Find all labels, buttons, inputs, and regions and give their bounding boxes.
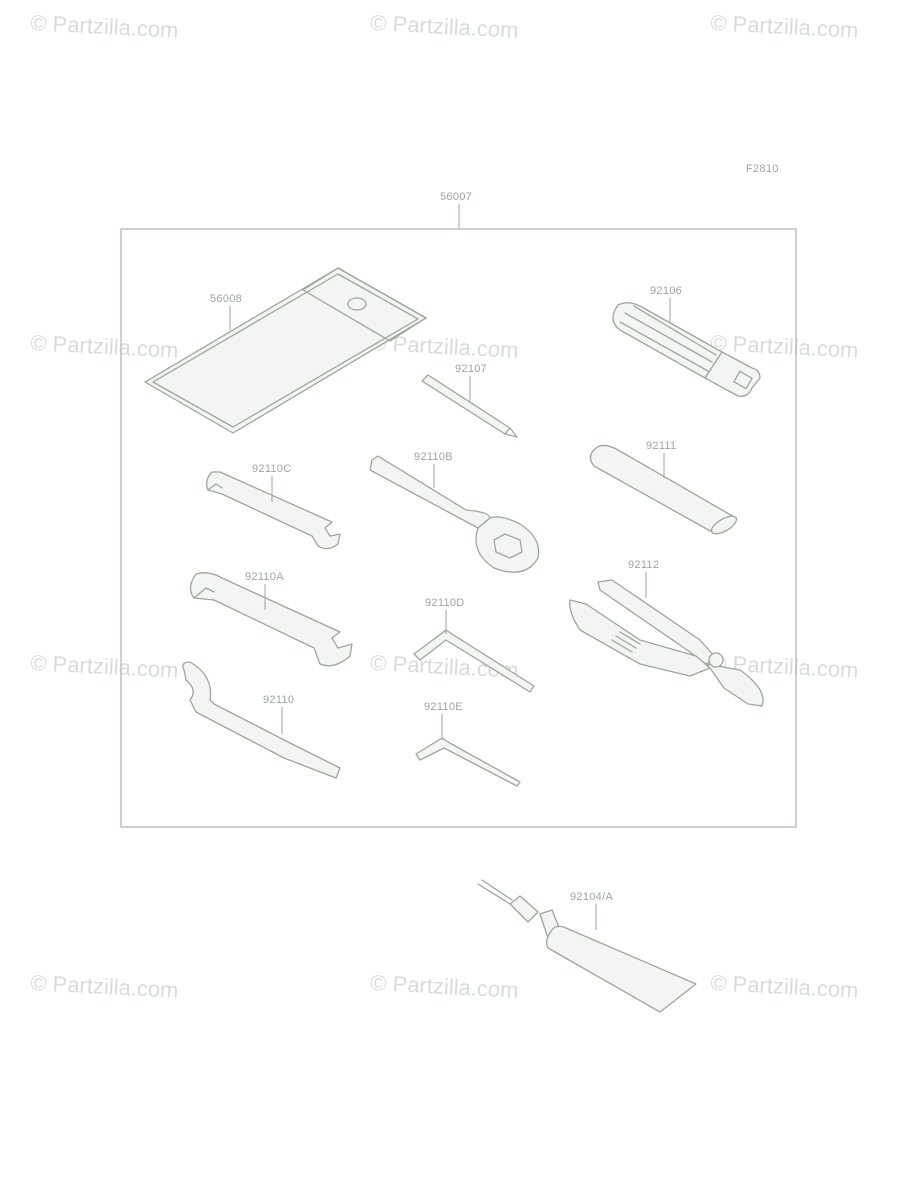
watermark: © Partzilla.com <box>710 970 859 1003</box>
kit-label: 56007 <box>440 191 472 203</box>
pliers-jaw <box>705 663 764 707</box>
wrench-a-jaw <box>193 587 215 599</box>
screwdriver-bit[interactable] <box>421 374 518 438</box>
pliers-grip-texture <box>611 631 641 653</box>
watermark: © Partzilla.com <box>30 330 179 363</box>
part-label-92107: 92107 <box>455 363 487 375</box>
open-end-wrench[interactable] <box>189 572 353 667</box>
part-label-92110: 92110 <box>263 694 294 706</box>
watermark: © Partzilla.com <box>30 10 179 43</box>
part-label-92111: 92111 <box>646 440 676 452</box>
hex-d-body <box>413 629 535 693</box>
bar-body <box>589 444 737 533</box>
wrench-c-body <box>206 471 341 550</box>
hex-key-large[interactable] <box>413 629 535 693</box>
watermark: © Partzilla.com <box>30 970 179 1003</box>
watermark: © Partzilla.com <box>710 10 859 43</box>
part-label-92104-A: 92104/A <box>570 891 613 903</box>
wrench-a-body <box>189 572 353 667</box>
screwdriver-handle[interactable] <box>612 302 761 397</box>
watermark: © Partzilla.com <box>30 650 179 683</box>
pliers-handle-bottom <box>569 599 711 677</box>
pliers-pivot <box>708 652 724 668</box>
tool-bag-flap <box>302 267 427 342</box>
box-wrench[interactable] <box>369 455 540 573</box>
hook-wrench[interactable] <box>182 661 341 779</box>
watermark: © Partzilla.com <box>370 970 519 1003</box>
wrench-c-jaw <box>207 483 223 491</box>
part-label-92110B: 92110B <box>414 451 453 463</box>
watermark: © Partzilla.com <box>370 10 519 43</box>
wrench-b-handle <box>369 455 491 529</box>
bar-end <box>710 515 738 535</box>
part-label-92110D: 92110D <box>425 597 465 609</box>
hook-body <box>182 661 341 779</box>
hex-e-body <box>415 737 521 787</box>
part-label-56008: 56008 <box>210 293 242 305</box>
pliers[interactable] <box>569 579 764 707</box>
extension-bar[interactable] <box>589 444 739 537</box>
tube-body <box>546 925 697 1013</box>
wrench-b-hex <box>493 533 523 559</box>
tool-bag-snap <box>347 297 367 311</box>
part-label-92110E: 92110E <box>424 701 463 713</box>
handle-socket <box>733 370 753 390</box>
tube-nozzle <box>477 879 513 905</box>
small-open-end-wrench[interactable] <box>206 471 341 550</box>
bit-shank <box>421 374 511 435</box>
kit-frame <box>120 228 797 828</box>
tool-bag-inner <box>152 273 419 428</box>
wrench-b-ring <box>475 516 540 573</box>
bit-tip <box>504 427 518 438</box>
part-label-92112: 92112 <box>628 559 659 571</box>
handle-grip <box>612 302 723 379</box>
part-label-92110A: 92110A <box>245 571 284 583</box>
part-label-92106: 92106 <box>650 285 682 297</box>
tube-cap <box>509 895 539 923</box>
tool-bag[interactable] <box>144 267 427 434</box>
handle-ridges <box>619 305 717 372</box>
figure-code: F2810 <box>746 163 779 175</box>
part-label-92110C: 92110C <box>252 463 292 475</box>
tire-repair-tube[interactable] <box>477 879 697 1013</box>
hex-key-small[interactable] <box>415 737 521 787</box>
